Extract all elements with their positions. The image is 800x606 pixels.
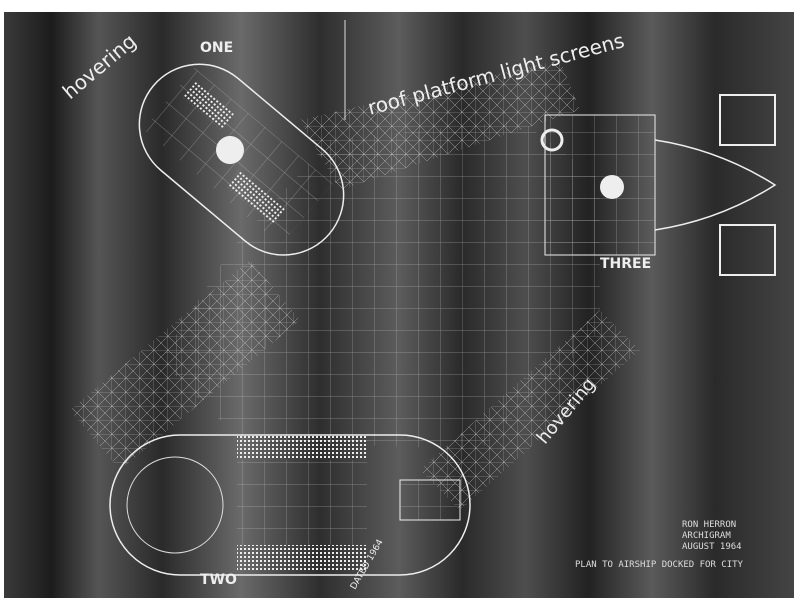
credit-date: AUGUST 1964 [682, 542, 742, 552]
module-two [109, 434, 471, 576]
label-one: ONE [200, 40, 233, 56]
module-three [540, 94, 777, 276]
truss-band-left [70, 260, 300, 470]
label-hovering-top: hovering [58, 29, 141, 104]
central-grid [160, 120, 600, 450]
truss-band-right [420, 310, 640, 510]
truss-band-top [300, 60, 580, 190]
credit-group: ARCHIGRAM [682, 531, 731, 541]
label-three: THREE [600, 256, 651, 272]
caption: PLAN TO AIRSHIP DOCKED FOR CITY [575, 560, 744, 570]
label-two: TWO [200, 572, 237, 588]
module-one [138, 63, 345, 256]
credit-author: RON HERRON [682, 520, 736, 530]
